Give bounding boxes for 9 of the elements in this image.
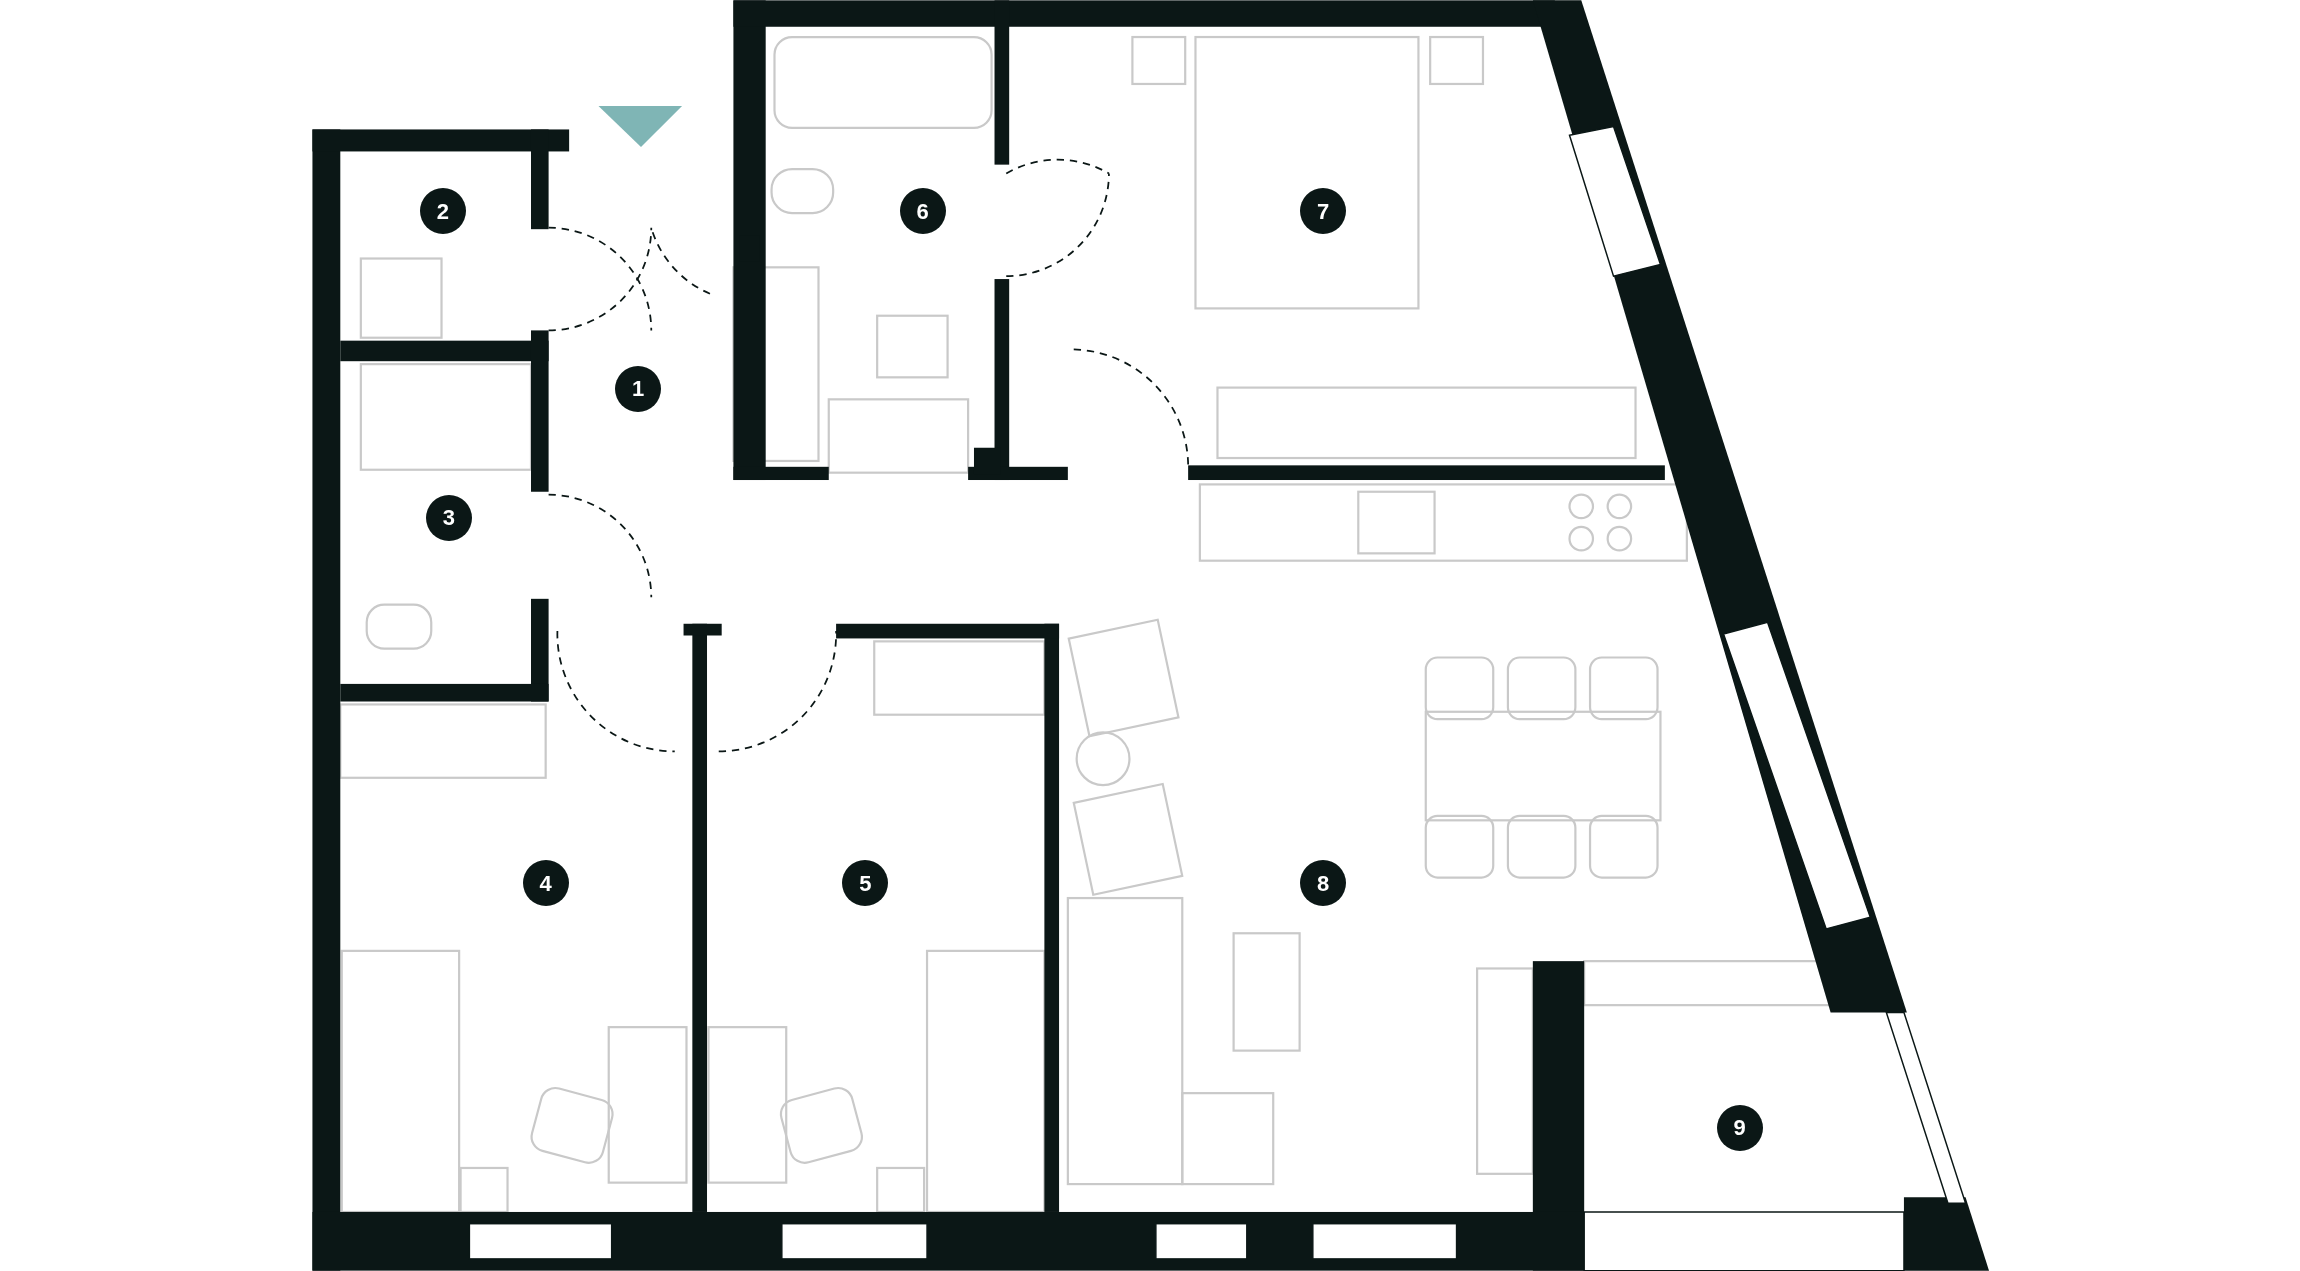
callout-number: 5 [842, 860, 889, 907]
callout-number: 2 [420, 188, 466, 235]
callout-number: 8 [1300, 860, 1347, 907]
callout-number: 3 [425, 494, 472, 541]
callout-number: 1 [615, 365, 662, 412]
callout-number: 6 [899, 188, 946, 235]
callout-number: 4 [522, 860, 569, 907]
callout-number: 9 [1716, 1105, 1763, 1151]
callout-number: 7 [1300, 188, 1347, 235]
